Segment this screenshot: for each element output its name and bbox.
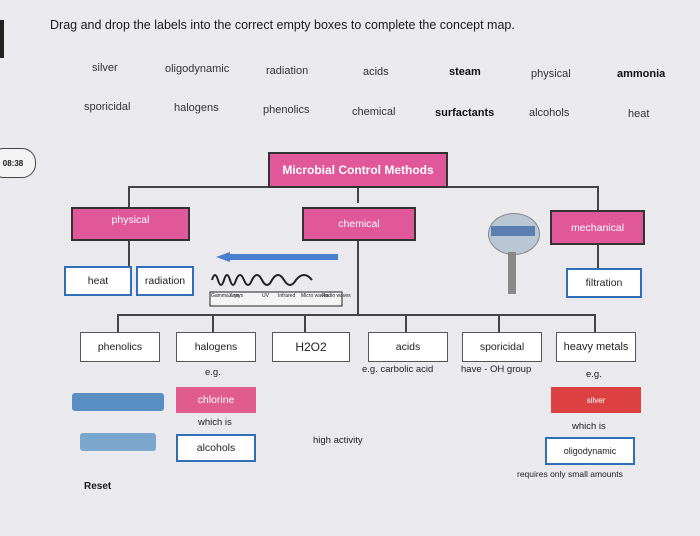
- acids-box[interactable]: acids: [368, 332, 448, 362]
- label-chemical[interactable]: chemical: [352, 106, 396, 118]
- filtration-box[interactable]: filtration: [566, 268, 642, 298]
- which-is-label: which is: [198, 417, 232, 428]
- connector: [594, 314, 596, 332]
- sporicidal-box[interactable]: sporicidal: [462, 332, 542, 362]
- label-ammonia[interactable]: ammonia: [617, 68, 666, 80]
- high-activity-label: high activity: [313, 435, 363, 446]
- connector: [357, 241, 359, 315]
- eg-label: e.g.: [586, 369, 602, 380]
- connector: [498, 314, 500, 332]
- microbe-illustration-icon: [80, 433, 156, 451]
- heat-box[interactable]: heat: [64, 266, 132, 296]
- label-physical[interactable]: physical: [531, 68, 571, 80]
- connector: [405, 314, 407, 332]
- connector: [597, 244, 599, 268]
- heavy-metals-box[interactable]: heavy metals: [556, 332, 636, 362]
- spectrum-label: UV: [262, 293, 269, 299]
- alcohols-box[interactable]: alcohols: [176, 434, 256, 462]
- mechanical-box[interactable]: mechanical: [550, 210, 645, 245]
- acids-example: e.g. carbolic acid: [362, 364, 434, 375]
- connector: [117, 314, 119, 332]
- microbe-illustration-icon: [72, 393, 164, 411]
- label-oligodynamic[interactable]: oligodynamic: [165, 63, 230, 75]
- silver-box[interactable]: silver: [551, 387, 641, 413]
- label-heat[interactable]: heat: [628, 108, 650, 120]
- connector: [597, 186, 599, 210]
- reset-button[interactable]: Reset: [84, 481, 112, 492]
- spectrum-label: Gamma rays: [211, 293, 240, 299]
- instruction-text: Drag and drop the labels into the correc…: [50, 18, 515, 32]
- spectrum-label: Micro waves: [301, 293, 329, 299]
- timer-badge: 08:38: [0, 148, 36, 178]
- sporicidal-note: have - OH group: [461, 364, 532, 375]
- radiation-box[interactable]: radiation: [136, 266, 194, 296]
- label-radiation[interactable]: radiation: [266, 65, 309, 77]
- h2o2-box[interactable]: H2O2: [272, 332, 350, 362]
- connector: [117, 314, 595, 316]
- label-sporicidal[interactable]: sporicidal: [84, 101, 131, 113]
- connector: [304, 314, 306, 332]
- connector: [357, 187, 359, 203]
- connector: [128, 186, 130, 208]
- chemical-box[interactable]: chemical: [302, 207, 416, 241]
- flask-stem-icon: [508, 252, 516, 294]
- label-acids[interactable]: acids: [363, 66, 389, 78]
- phenolics-box[interactable]: phenolics: [80, 332, 160, 362]
- connector: [128, 240, 130, 266]
- halogens-box[interactable]: halogens: [176, 332, 256, 362]
- label-phenolics[interactable]: phenolics: [263, 104, 310, 116]
- label-halogens[interactable]: halogens: [174, 102, 219, 114]
- label-alcohols[interactable]: alcohols: [529, 107, 570, 119]
- electromagnetic-spectrum-icon: [209, 252, 343, 307]
- physical-box[interactable]: physical: [71, 207, 190, 241]
- label-surfactants[interactable]: surfactants: [435, 107, 495, 119]
- spectrum-label: Radio waves: [322, 293, 351, 299]
- label-silver[interactable]: silver: [92, 62, 118, 74]
- connector: [212, 314, 214, 332]
- spectrum-label: X rays: [229, 293, 244, 299]
- root-box: Microbial Control Methods: [268, 152, 448, 188]
- spectrum-label: Infrared: [278, 293, 296, 299]
- label-steam[interactable]: steam: [449, 66, 481, 78]
- chlorine-box[interactable]: chlorine: [176, 387, 256, 413]
- requires-note: requires only small amounts: [517, 469, 623, 479]
- filter-band-icon: [491, 226, 535, 236]
- oligodynamic-box[interactable]: oligodynamic: [545, 437, 635, 465]
- which-is-label: which is: [572, 421, 606, 432]
- eg-label: e.g.: [205, 367, 221, 378]
- left-edge-bar: [0, 20, 4, 58]
